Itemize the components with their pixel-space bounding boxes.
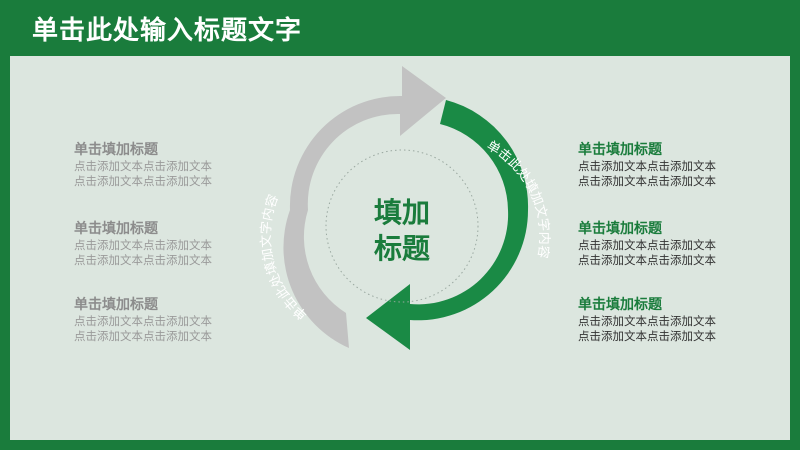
left-item-3[interactable]: 单击填加标题 点击添加文本点击添加文本 点击添加文本点击添加文本 xyxy=(74,296,254,344)
right-item-1[interactable]: 单击填加标题 点击添加文本点击添加文本 点击添加文本点击添加文本 xyxy=(578,141,758,189)
right-item-heading: 单击填加标题 xyxy=(578,297,662,313)
left-item-text: 点击添加文本点击添加文本 xyxy=(74,159,212,173)
right-item-heading: 单击填加标题 xyxy=(578,221,662,237)
right-item-text: 点击添加文本点击添加文本 xyxy=(578,329,716,343)
center-title-line2[interactable]: 标题 xyxy=(374,232,430,265)
right-item-3[interactable]: 单击填加标题 点击添加文本点击添加文本 点击添加文本点击添加文本 xyxy=(578,296,758,344)
header-bar: 单击此处输入标题文字 xyxy=(0,0,800,56)
center-title-line1[interactable]: 填加 xyxy=(374,196,430,229)
page-title[interactable]: 单击此处输入标题文字 xyxy=(32,16,303,46)
left-item-text: 点击添加文本点击添加文本 xyxy=(74,314,212,328)
center-dotted-circle xyxy=(325,149,479,303)
left-item-heading: 单击填加标题 xyxy=(74,142,158,158)
left-item-heading: 单击填加标题 xyxy=(74,221,158,237)
right-item-text: 点击添加文本点击添加文本 xyxy=(578,314,716,328)
left-item-2[interactable]: 单击填加标题 点击添加文本点击添加文本 点击添加文本点击添加文本 xyxy=(74,220,254,268)
right-item-text: 点击添加文本点击添加文本 xyxy=(578,253,716,267)
gray-cycle-arrow[interactable] xyxy=(283,66,446,348)
left-item-text: 点击添加文本点击添加文本 xyxy=(74,253,212,267)
right-item-2[interactable]: 单击填加标题 点击添加文本点击添加文本 点击添加文本点击添加文本 xyxy=(578,220,758,268)
left-item-heading: 单击填加标题 xyxy=(74,297,158,313)
green-cycle-arrow[interactable] xyxy=(366,100,529,350)
right-item-text: 点击添加文本点击添加文本 xyxy=(578,238,716,252)
right-item-text: 点击添加文本点击添加文本 xyxy=(578,174,716,188)
left-item-text: 点击添加文本点击添加文本 xyxy=(74,174,212,188)
right-item-text: 点击添加文本点击添加文本 xyxy=(578,159,716,173)
left-item-text: 点击添加文本点击添加文本 xyxy=(74,238,212,252)
right-item-heading: 单击填加标题 xyxy=(578,142,662,158)
left-item-text: 点击添加文本点击添加文本 xyxy=(74,329,212,343)
left-item-1[interactable]: 单击填加标题 点击添加文本点击添加文本 点击添加文本点击添加文本 xyxy=(74,141,254,189)
